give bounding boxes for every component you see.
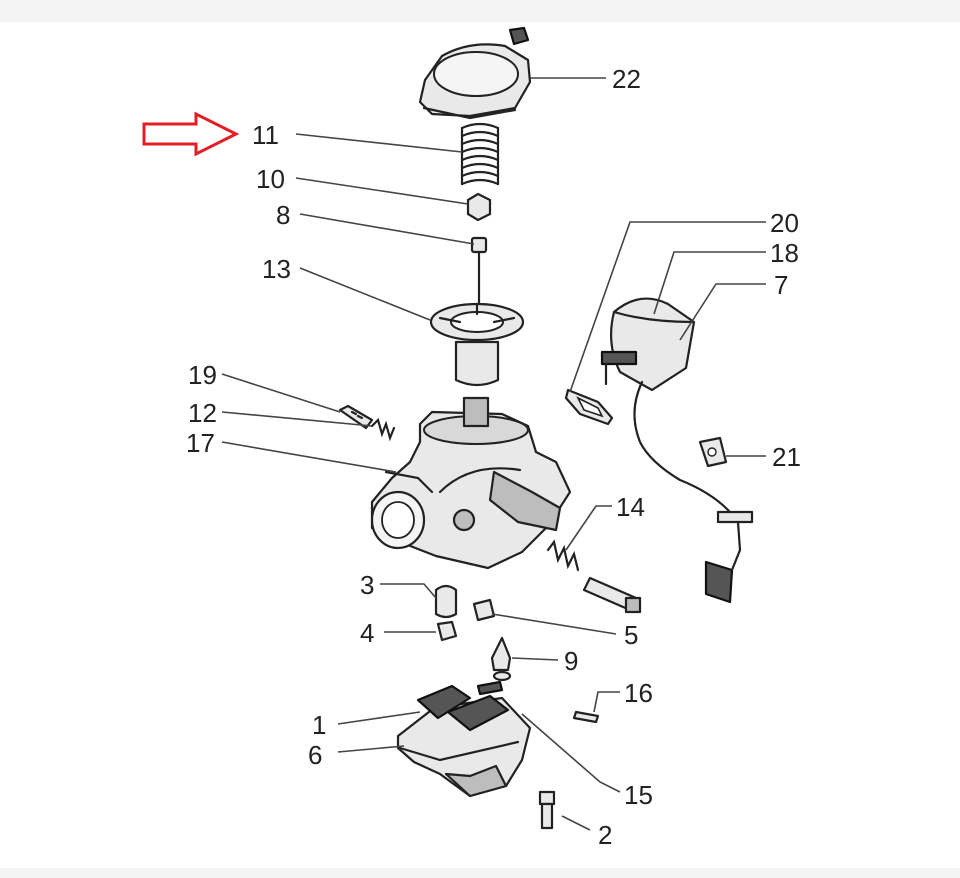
part-17-carburetor-body [370,396,572,570]
part-16-pin [572,710,600,724]
part-9-float-needle [490,636,512,682]
callout-18: 18 [770,238,799,268]
callout-12: 12 [188,398,217,428]
callout-17: 17 [186,428,215,458]
callout-11: 11 [252,120,279,150]
callout-1: 1 [312,710,326,740]
part-20-gasket [564,388,614,426]
callout-22: 22 [612,64,641,94]
callout-16: 16 [624,678,653,708]
part-14-spring-screw [546,539,642,614]
part-8-needle [470,236,488,314]
part-4-jet [436,620,458,642]
callout-21: 21 [772,442,801,472]
callout-6: 6 [308,740,322,770]
part-1-float [416,684,510,732]
diagram-canvas: 22 11 10 8 13 20 18 7 19 12 17 21 14 3 4… [0,22,960,868]
part-3-jet [434,584,458,619]
part-15-float-pin [476,680,504,696]
callout-14: 14 [616,492,645,522]
callout-13: 13 [262,254,291,284]
callout-5: 5 [624,620,638,650]
callout-4: 4 [360,618,374,648]
part-13-diaphragm [429,302,525,387]
part-7-wire [633,380,754,604]
callout-20: 20 [770,208,799,238]
part-18-auto-choke [600,297,696,392]
callout-7: 7 [774,270,788,300]
highlight-arrow-icon [142,111,240,157]
part-5-jet [472,598,496,622]
part-21-clip [698,436,728,468]
carburetor-exploded-diagram: 22 11 10 8 13 20 18 7 19 12 17 21 14 3 4… [142,26,801,850]
part-10-clip [466,192,492,222]
callout-10: 10 [256,164,285,194]
part-2-screw [538,790,556,830]
part-6-float-bowl [396,696,532,798]
callout-2: 2 [598,820,612,850]
callout-9: 9 [564,646,578,676]
callout-8: 8 [276,200,290,230]
part-19-screw [338,404,374,430]
callout-19: 19 [188,360,217,390]
part-11-spring [460,122,500,186]
leader-lines [221,77,766,831]
part-22-cover [418,26,532,120]
callout-15: 15 [624,780,653,810]
part-12-spring [370,417,396,442]
callout-3: 3 [360,570,374,600]
